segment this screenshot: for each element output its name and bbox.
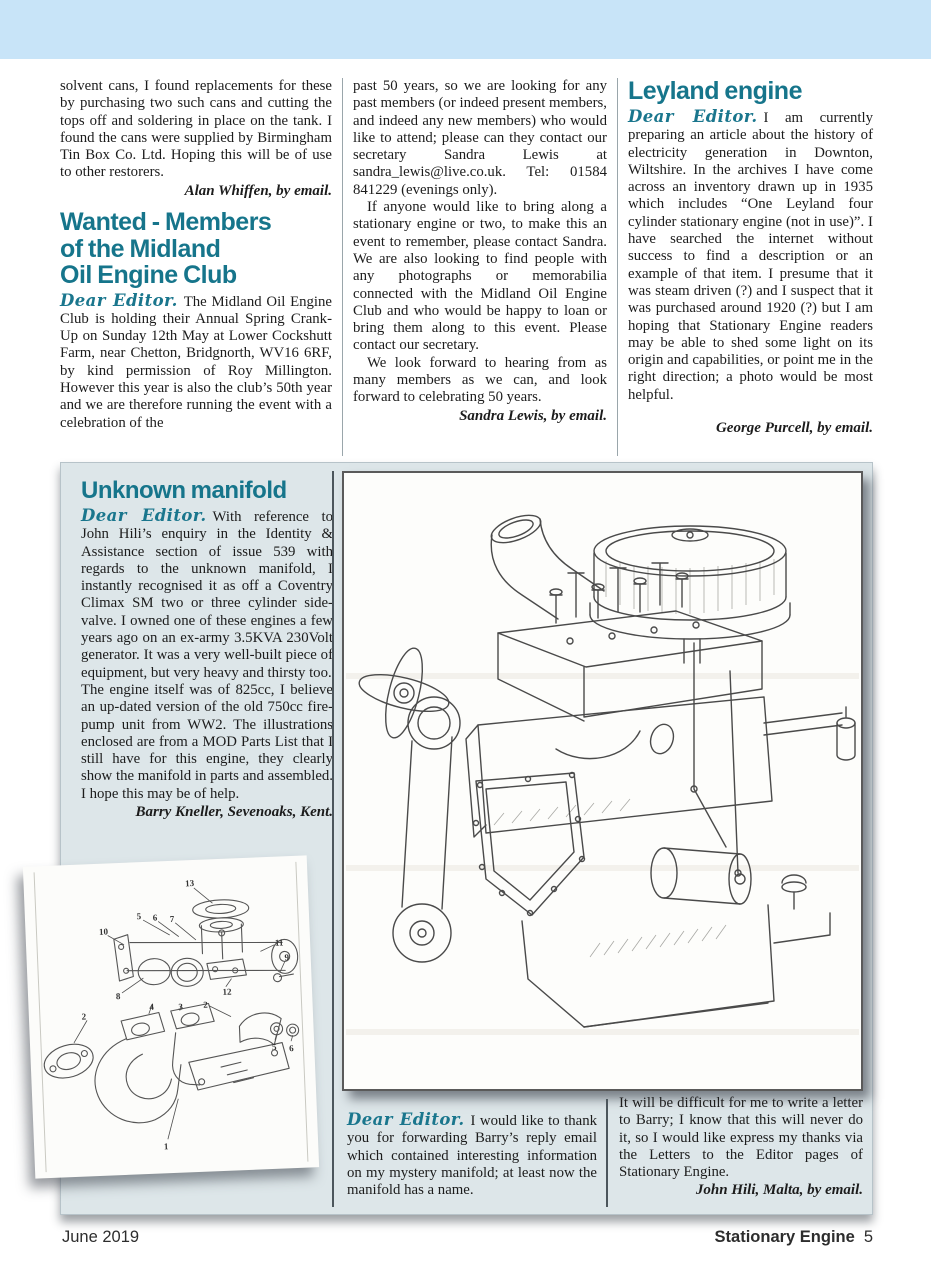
letter-text: With reference to John Hili’s enquiry in… — [81, 509, 333, 681]
reply-letter-right: It will be difficult for me to write a l… — [619, 1095, 863, 1200]
scan-band — [346, 673, 859, 679]
letter-body: solvent cans, I found replacements for t… — [60, 78, 332, 181]
headline-line: Oil Engine Club — [60, 261, 237, 290]
column-divider — [617, 78, 618, 456]
callout-label: 11 — [275, 937, 284, 947]
callout-label: 6 — [289, 1043, 294, 1053]
top-margin-band — [0, 0, 931, 59]
letter-column-2: past 50 years, so we are looking for any… — [353, 78, 607, 460]
letter-column-3: Leyland engine Dear Editor.I am currentl… — [628, 78, 873, 460]
engine-line-drawing — [346, 514, 859, 1035]
upper-manifold-assembly — [113, 899, 299, 987]
sump-base — [521, 904, 775, 1028]
dear-editor-lead: Dear Editor. — [347, 1110, 465, 1129]
callout-label: 1 — [164, 1141, 169, 1151]
callout-label: 8 — [116, 991, 121, 1001]
air-cleaner — [589, 525, 791, 664]
scan-band — [346, 865, 859, 871]
letter-headline-unknown-manifold: Unknown manifold — [81, 477, 287, 504]
footer-page-number: 5 — [863, 1228, 873, 1246]
panel-vertical-rule — [332, 471, 334, 1207]
footer-magazine-title: Stationary Engine 5 — [715, 1228, 873, 1247]
letter-signature: Barry Kneller, Sevenoaks, Kent. — [135, 804, 333, 821]
letter-text: I am currently preparing an article abou… — [628, 110, 874, 403]
callout-label: 5 — [136, 911, 141, 921]
callout-label: 2 — [203, 999, 208, 1009]
dear-editor-lead: Dear Editor. — [81, 506, 207, 525]
side-bracket-and-oiler — [763, 706, 856, 761]
callout-leaders — [73, 887, 294, 1140]
callout-label: 5 — [272, 1042, 277, 1052]
reply-letter-middle: Dear Editor.I would like to thank you fo… — [347, 1111, 597, 1199]
callout-label: 2 — [81, 1011, 86, 1021]
callout-label: 6 — [153, 912, 158, 922]
callout-label: 3 — [178, 1002, 183, 1012]
letter-signature: George Purcell, by email. — [715, 420, 873, 437]
letter-headline-midland-club: Wanted - Members of the Midland Oil Engi… — [60, 209, 332, 289]
dynamo — [650, 847, 752, 905]
drive-belt — [392, 736, 453, 963]
callout-label: 7 — [170, 914, 175, 924]
letter-body: Dear Editor.The Midland Oil Engine Club … — [60, 290, 332, 432]
letters-columns: solvent cans, I found replacements for t… — [60, 78, 873, 460]
letter-signature: Alan Whiffen, by email. — [184, 182, 332, 199]
engine-block — [465, 696, 773, 838]
rocker-cover — [497, 610, 763, 722]
dear-editor-lead: Dear Editor. — [60, 290, 178, 310]
letter-body: Dear Editor.I would like to thank you fo… — [347, 1111, 597, 1199]
governor-linkage — [690, 642, 742, 877]
panel-letter-column: Unknown manifold Dear Editor.With refere… — [81, 478, 333, 821]
letter-body: If anyone would like to bring along a st… — [353, 199, 607, 354]
callout-label: 12 — [222, 987, 232, 997]
cooling-fan — [358, 647, 461, 750]
spark-plugs — [549, 562, 689, 624]
letter-column-1: solvent cans, I found replacements for t… — [60, 78, 332, 460]
letter-text: I would like to thank you for forwarding… — [347, 1113, 597, 1199]
exhaust-elbow — [490, 514, 605, 620]
lower-manifold-assembly — [43, 1002, 300, 1124]
footer-issue-date: June 2019 — [62, 1228, 140, 1246]
letter-signature: John Hili, Malta, by email. — [695, 1182, 863, 1199]
callout-label: 4 — [149, 1002, 154, 1012]
manifold-parts-diagram: 13 10 5 6 7 11 9 8 12 4 3 2 2 5 6 1 — [33, 861, 309, 1173]
headline-line: Wanted - Members — [60, 208, 272, 237]
reply-divider-rule — [606, 1099, 608, 1207]
exhaust-stub — [773, 874, 831, 944]
letter-body: Dear Editor.I am currently preparing an … — [628, 108, 873, 404]
callout-label: 13 — [185, 878, 195, 888]
letter-body: Dear Editor.With reference to John Hili’… — [81, 507, 333, 682]
headline-line: of the Midland — [60, 234, 221, 263]
callout-label: 9 — [284, 952, 289, 962]
letter-body: The engine itself was of 825cc, I believ… — [81, 681, 333, 802]
manifold-parts-sheet: 13 10 5 6 7 11 9 8 12 4 3 2 2 5 6 1 — [22, 855, 320, 1179]
column-divider — [342, 78, 343, 456]
letter-text: The Midland Oil Engine Club is holding t… — [60, 293, 332, 431]
letter-signature: Sandra Lewis, by email. — [459, 407, 607, 424]
timing-cover — [472, 771, 586, 917]
footer-magazine-name: Stationary Engine — [714, 1228, 855, 1246]
unknown-manifold-panel: Unknown manifold Dear Editor.With refere… — [22, 462, 873, 1215]
scan-band — [346, 1029, 859, 1035]
engine-illustration-frame — [342, 471, 863, 1091]
letter-body: past 50 years, so we are looking for any… — [353, 78, 607, 198]
letter-body: It will be difficult for me to write a l… — [619, 1095, 863, 1181]
callout-labels: 13 10 5 6 7 11 9 8 12 4 3 2 2 5 6 1 — [81, 878, 294, 1151]
dear-editor-lead: Dear Editor. — [628, 107, 758, 126]
letter-headline-leyland: Leyland engine — [628, 77, 802, 105]
callout-label: 10 — [99, 926, 109, 936]
letter-body: We look forward to hearing from as many … — [353, 354, 607, 406]
